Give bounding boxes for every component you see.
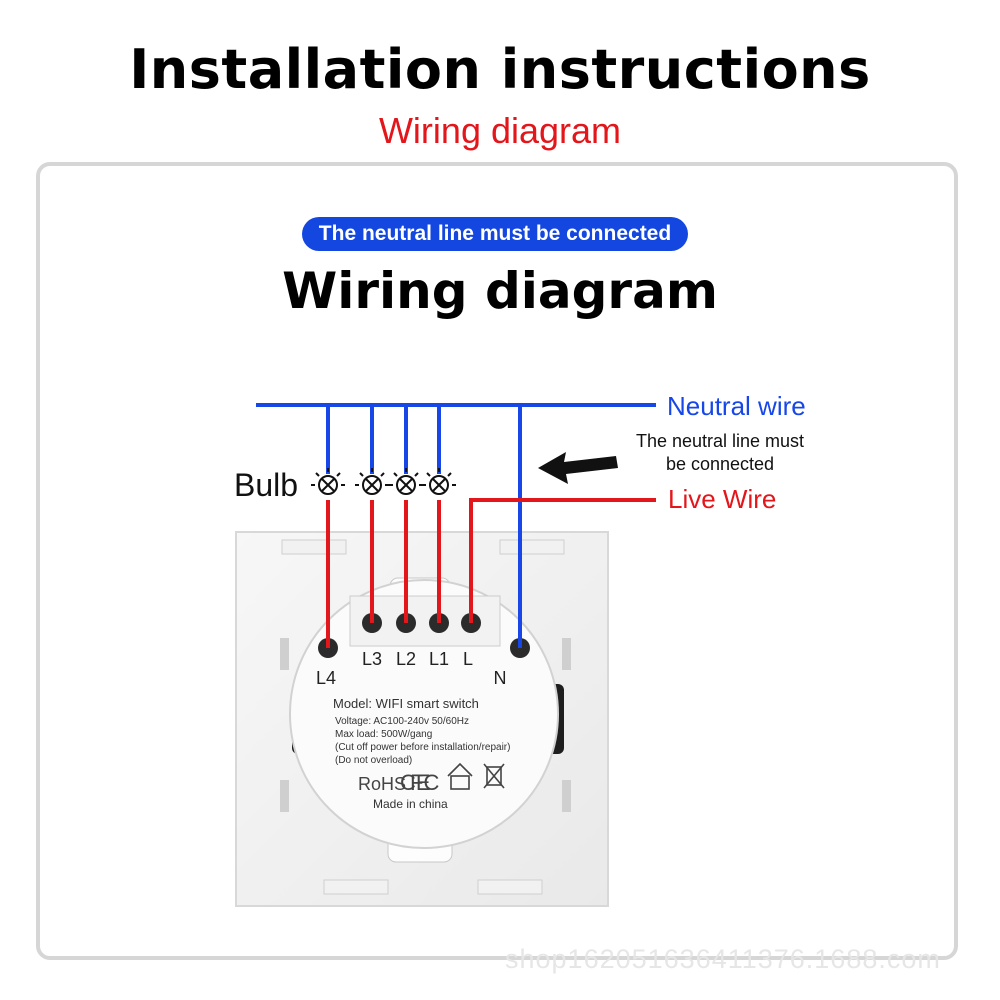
device-model: Model: WIFI smart switch	[333, 696, 479, 711]
rohs-mark: RoHS	[358, 774, 406, 794]
terminal-label-l3: L3	[362, 649, 382, 669]
page-title: Installation instructions	[129, 38, 871, 101]
bulb-icon-l1	[422, 468, 456, 495]
bulb-icon-l2	[389, 468, 423, 495]
neutral-required-badge: The neutral line must be connected	[302, 217, 688, 251]
ce-mark: CE	[400, 770, 431, 795]
arrow-left-icon	[538, 452, 618, 484]
terminal-label-n: N	[494, 668, 507, 688]
terminal-label-l1: L1	[429, 649, 449, 669]
note-line-1: The neutral line must	[636, 431, 804, 451]
live-wire-label: Live Wire	[668, 484, 776, 514]
device-overload: (Do not overload)	[335, 755, 412, 766]
device-voltage: Voltage: AC100-240v 50/60Hz	[335, 716, 469, 727]
terminal-label-l2: L2	[396, 649, 416, 669]
device-caution: (Cut off power before installation/repai…	[335, 742, 510, 753]
terminal-label-l4: L4	[316, 668, 336, 688]
bulb-label: Bulb	[234, 467, 298, 503]
house-icon	[447, 762, 473, 790]
page-subtitle: Wiring diagram	[378, 110, 622, 151]
neutral-wiring	[256, 403, 656, 648]
bulb-icons	[311, 468, 456, 495]
weee-bin-icon	[483, 763, 505, 789]
note-line-2: be connected	[666, 454, 774, 474]
bulb-icon-l4	[311, 468, 345, 495]
watermark: shop162051636411376.1688.com	[505, 944, 941, 974]
bulb-icon-l3	[355, 468, 389, 495]
fc-mark: FC	[410, 770, 439, 795]
diagram-heading: Wiring diagram	[282, 262, 718, 320]
terminal-label-l: L	[463, 649, 473, 669]
made-in-label: Made in china	[373, 797, 448, 811]
device-max-load: Max load: 500W/gang	[335, 729, 432, 740]
live-wiring	[326, 498, 656, 648]
neutral-wire-label: Neutral wire	[667, 391, 806, 421]
